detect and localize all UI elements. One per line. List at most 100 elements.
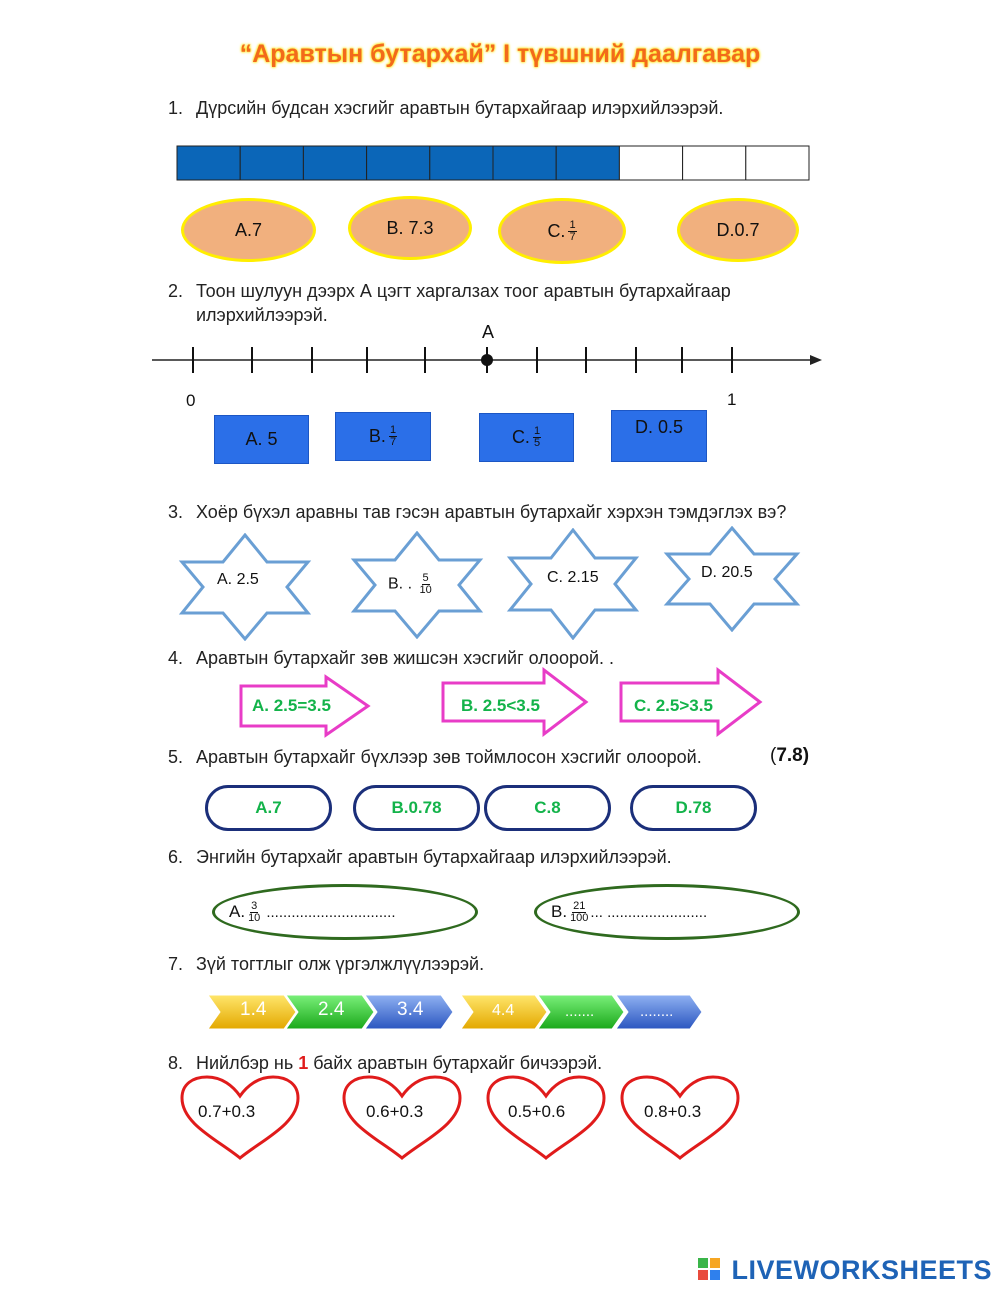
q8-option-a[interactable] (178, 1074, 302, 1162)
q2-option-d[interactable]: D. 0.5 (611, 410, 707, 462)
bar-cell (429, 145, 494, 181)
arrow-label: A. 2.5=3.5 (252, 696, 331, 715)
numerator: 1 (388, 424, 398, 437)
chevron-label[interactable]: ....... (565, 1003, 595, 1020)
denominator: 10 (419, 584, 432, 596)
question-2-line2: илэрхийлээрэй. (196, 305, 328, 325)
heart-label: 0.6+0.3 (366, 1102, 424, 1121)
value-to-round: 7.8) (776, 745, 810, 766)
chevron-label: 3.4 (397, 999, 424, 1020)
highlight-number: 1 (298, 1053, 309, 1073)
bar-cell (492, 145, 557, 181)
q4-option-b[interactable] (440, 667, 590, 737)
q8-option-d[interactable] (618, 1074, 742, 1162)
chevron-label: 1.4 (240, 999, 267, 1020)
star-label: A. 2.5 (217, 571, 259, 588)
q2-option-a[interactable]: A. 5 (214, 415, 309, 464)
q8-option-c[interactable] (484, 1074, 608, 1162)
q5-option-c[interactable]: C.8 (484, 785, 611, 831)
bar-cell (618, 145, 684, 181)
question-text: Аравтын бутархайг зөв жишсэн хэсгийг оло… (196, 648, 615, 668)
question-6: 6.Энгийн бутархайг аравтын бутархайгаар … (168, 847, 672, 868)
bar-cell (239, 145, 304, 181)
option-label: A.7 (255, 798, 282, 817)
q3-option-b[interactable] (347, 531, 487, 639)
star-icon (350, 531, 484, 639)
point-a-label: A (482, 322, 495, 342)
chevron-label[interactable]: ........ (640, 1003, 674, 1020)
paren: ( (770, 745, 777, 766)
option-label: C. (547, 220, 566, 241)
numerator: 3 (250, 899, 259, 913)
value-bracket: (7.8) (770, 745, 809, 767)
answer-blank[interactable]: ............................... (266, 903, 396, 921)
heart-label: 0.7+0.3 (198, 1102, 256, 1121)
q3-option-c[interactable] (503, 528, 643, 640)
numerator: 1 (568, 218, 577, 232)
heart-icon (620, 1075, 740, 1160)
bar-cell (176, 145, 241, 181)
bar-cell (555, 145, 620, 181)
chevron-label: 4.4 (492, 1002, 515, 1019)
q8-option-b[interactable] (340, 1074, 464, 1162)
q5-option-a[interactable]: A.7 (205, 785, 332, 831)
q4-option-a[interactable] (238, 674, 372, 738)
q1-option-a[interactable]: A.7 (181, 198, 316, 262)
number-line (152, 347, 822, 373)
heart-icon (342, 1075, 462, 1160)
star-icon (506, 528, 640, 640)
star-icon (178, 533, 312, 641)
option-label: C.8 (534, 798, 561, 817)
arrow-right-icon (239, 674, 371, 738)
logo-icon (698, 1258, 720, 1282)
chevron-icon (364, 994, 454, 1030)
option-label: D.78 (675, 798, 712, 817)
q4-option-c[interactable] (618, 667, 764, 737)
numerator: 5 (421, 572, 430, 585)
arrow-label: B. 2.5<3.5 (461, 696, 540, 715)
heart-label: 0.8+0.3 (644, 1102, 702, 1121)
denominator: 100 (570, 911, 589, 924)
pattern-chevrons (208, 994, 703, 1030)
q1-option-d[interactable]: D.0.7 (677, 198, 799, 262)
q5-option-b[interactable]: B.0.78 (353, 785, 480, 831)
number-line-end: 1 (727, 390, 737, 409)
question-number: 4. (168, 648, 184, 668)
q3-option-d[interactable] (660, 526, 804, 632)
question-8: 8.Нийлбэр нь 1 байх аравтын бутархайг би… (168, 1053, 602, 1074)
answer-blank[interactable]: ... ........................ (590, 903, 708, 921)
question-2: 2.Тоон шулуун дээрх А цэгт харгалзах тоо… (168, 281, 731, 302)
chevron-label: 2.4 (318, 999, 345, 1020)
point-a-marker (481, 354, 493, 366)
bar-cell (745, 145, 810, 181)
heart-label: 0.5+0.6 (508, 1102, 566, 1121)
q1-option-b[interactable]: B. 7.3 (348, 196, 472, 260)
denominator: 5 (533, 437, 541, 449)
fraction-bar (176, 145, 810, 181)
bar-cell (682, 145, 747, 181)
option-label: B. (368, 426, 386, 446)
question-text: Зүй тогтлыг олж үргэлжлүүлээрэй. (196, 954, 485, 974)
question-number: 5. (168, 747, 184, 767)
q5-option-d[interactable]: D.78 (630, 785, 757, 831)
q3-option-a[interactable] (175, 533, 315, 641)
star-label: C. 2.15 (547, 569, 599, 586)
heart-icon (486, 1075, 606, 1160)
chevron-icon (460, 994, 548, 1030)
option-label: A. 5 (245, 429, 278, 449)
question-5: 5.Аравтын бутархайг бүхлээр зөв тоймлосо… (168, 747, 702, 768)
denominator: 7 (389, 436, 397, 448)
option-label: A.7 (234, 219, 263, 240)
chevron-icon (615, 994, 703, 1030)
